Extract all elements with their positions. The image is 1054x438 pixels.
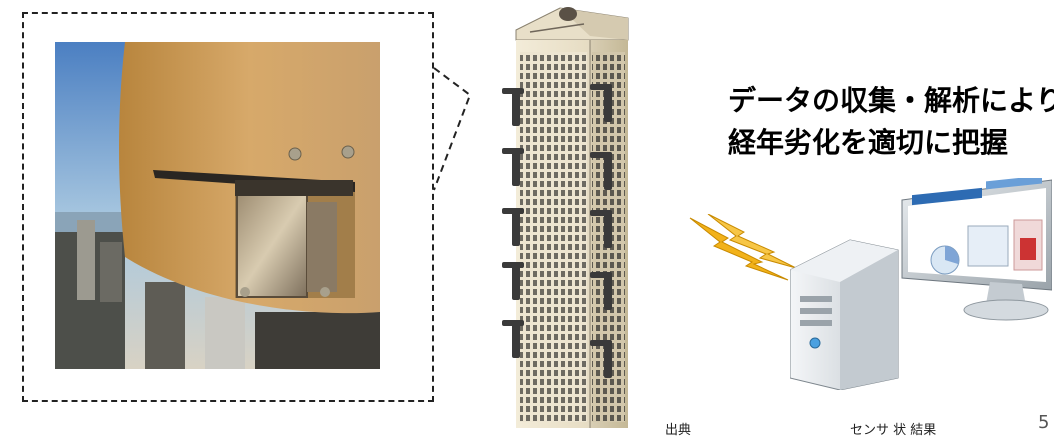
caption-line-1: データの収集・解析により <box>728 84 1054 117</box>
sensor-photo <box>55 42 380 369</box>
source-note-tail: センサ 状 結果 <box>850 423 937 438</box>
callout-box <box>22 12 434 402</box>
desktop-computer-icon <box>790 178 1052 390</box>
caption: データの収集・解析により 経年劣化を適切に把握 <box>728 80 1054 164</box>
source-note: 出典 <box>665 423 692 438</box>
caption-line-2: 経年劣化を適切に把握 <box>728 126 1009 159</box>
page-number: 5 <box>1038 412 1050 433</box>
skyscraper-icon <box>502 7 629 428</box>
lightning-bolt-icon <box>689 214 797 281</box>
